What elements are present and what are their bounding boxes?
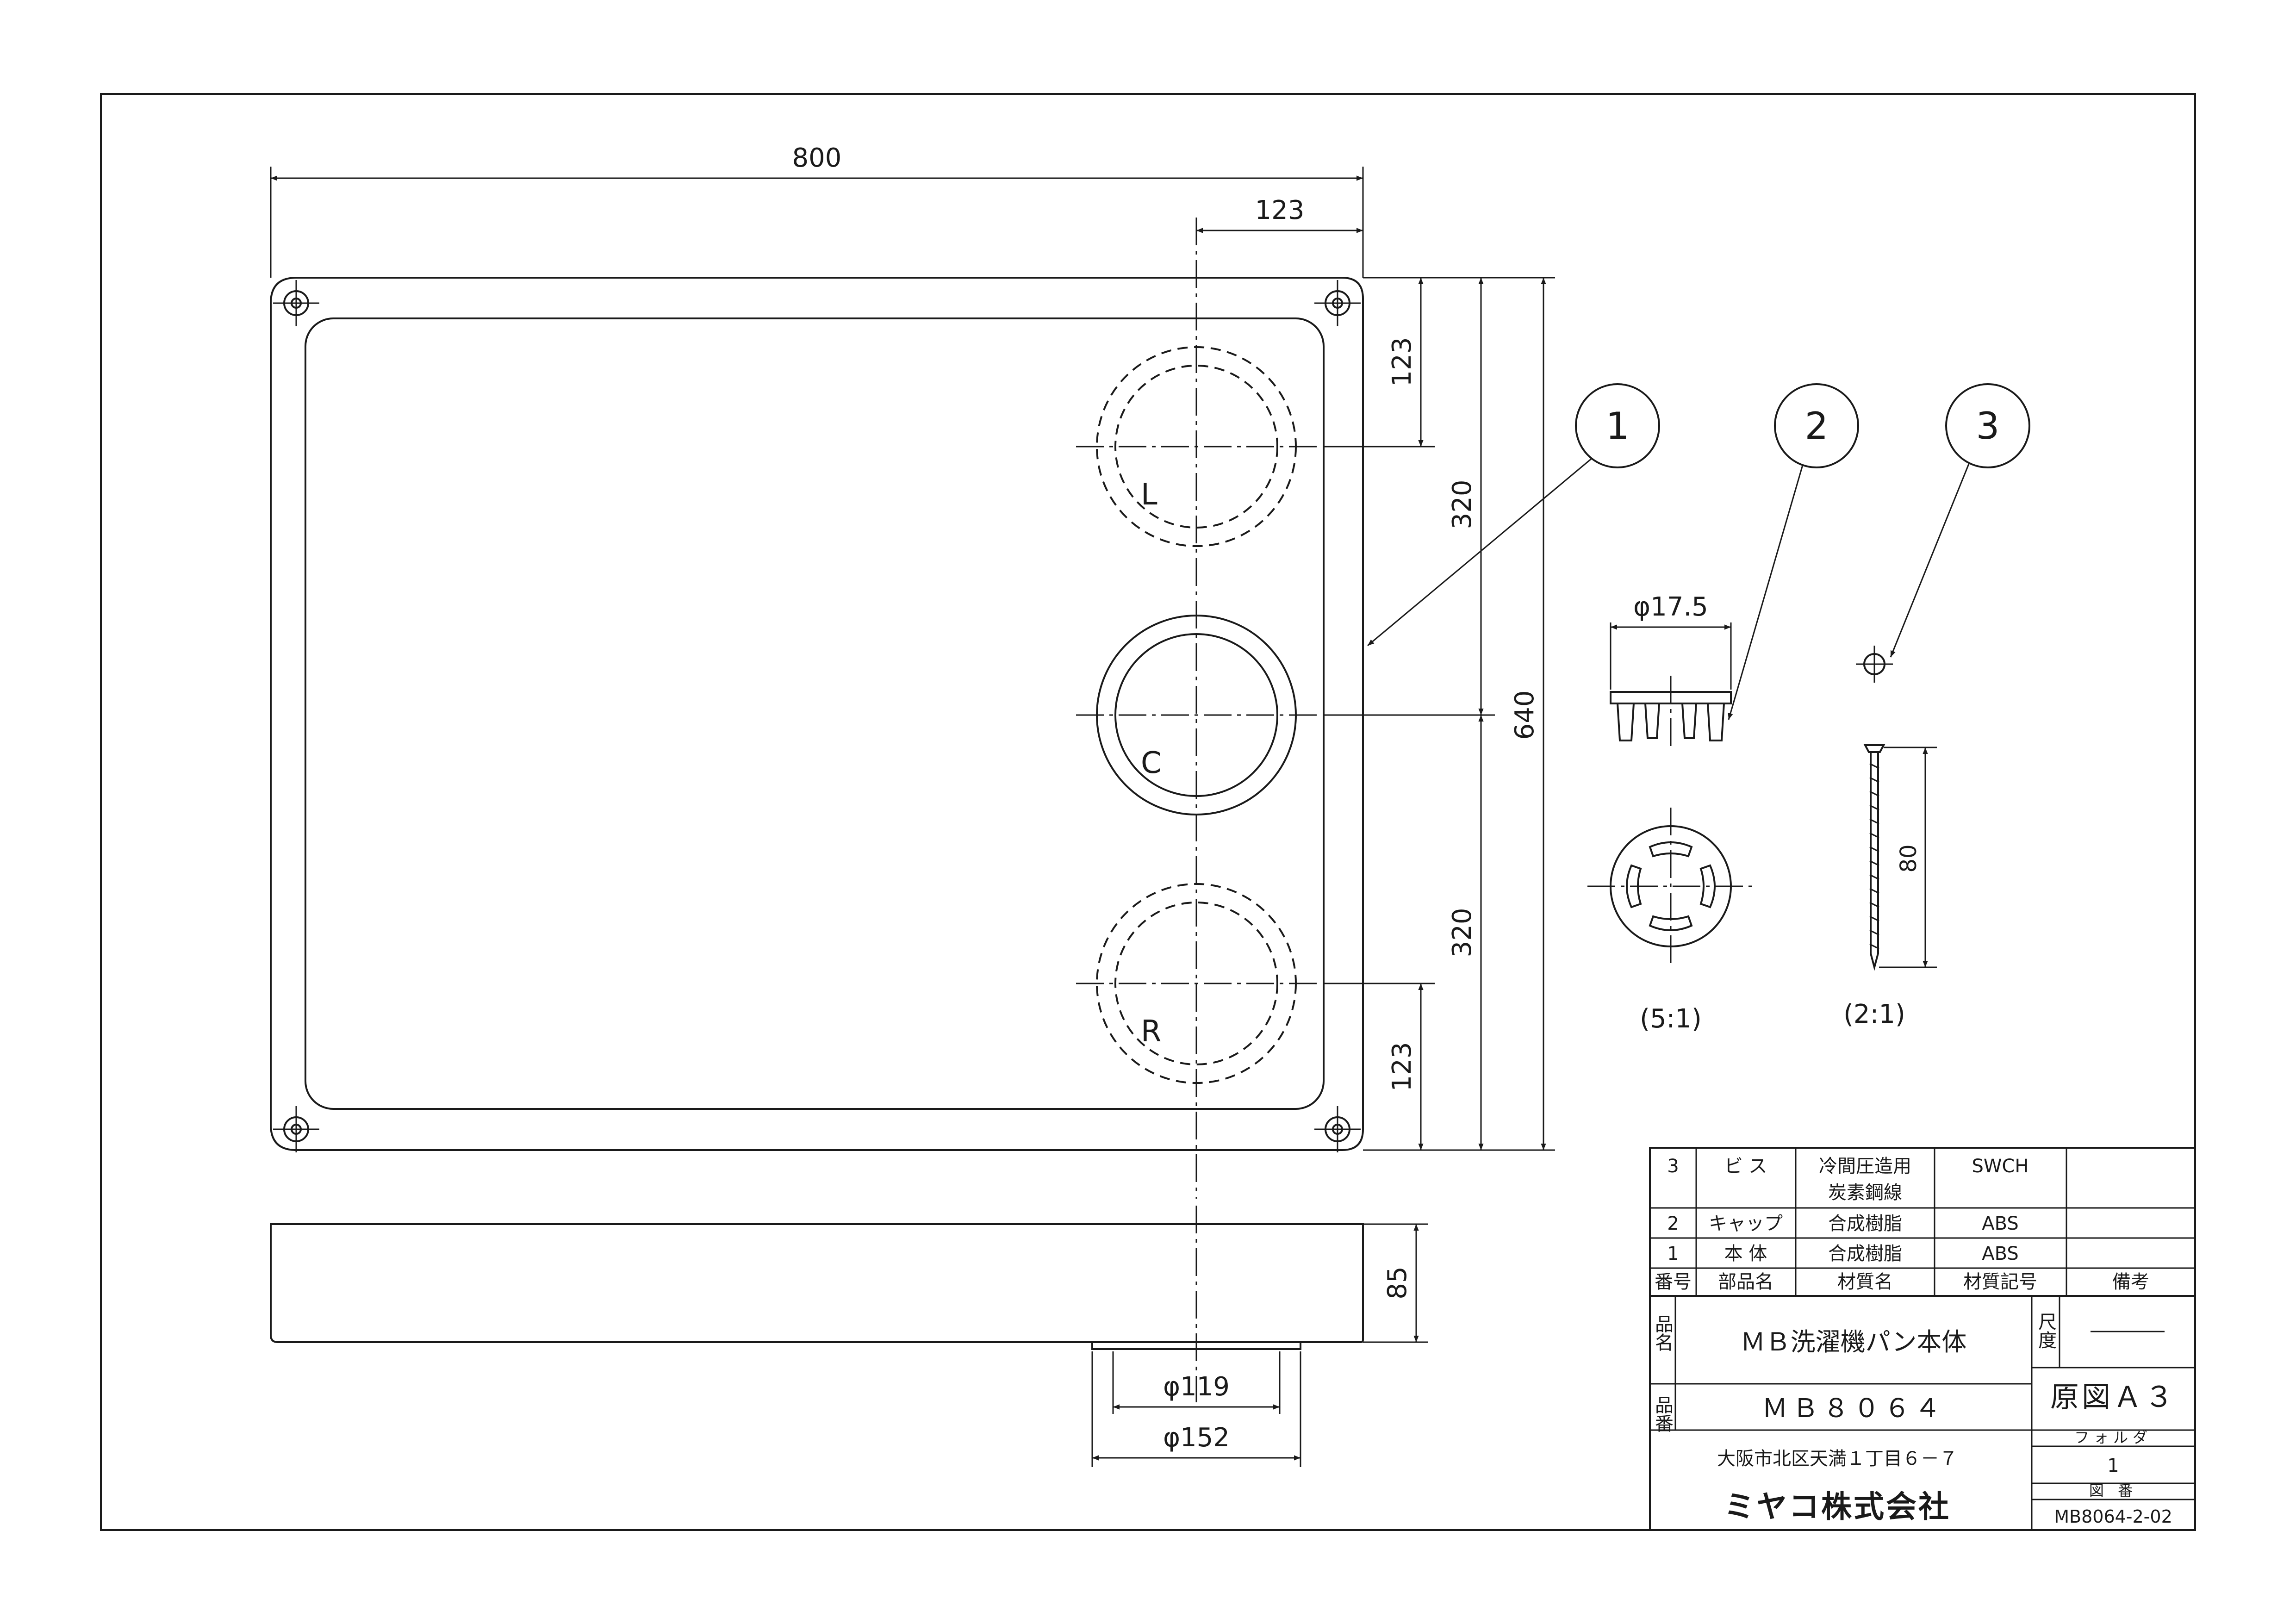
drawing-no-label: 図 番 [2089,1482,2137,1500]
part-2-code: ABS [1982,1213,2019,1234]
mounting-hole-top-left [273,280,319,326]
scale-label: 尺度 [2035,1312,2056,1349]
header-no: 番号 [1655,1271,1692,1293]
balloon-2-label: 2 [1805,404,1829,448]
dim-offset-123-upper: 123 [1387,337,1417,387]
part-3-no: 3 [1667,1156,1679,1177]
balloon-1 [1575,383,1660,468]
scale-screw: (2:1) [1843,999,1905,1029]
outlet-center: C [1076,615,1319,815]
part-balloons: 1 2 3 [1367,383,2030,720]
part-1-name: 本 体 [1724,1243,1767,1264]
outlet-left: L [1076,346,1319,547]
product-name: ＭＢ洗濯機パン本体 [1741,1327,1967,1356]
balloon-1-label: 1 [1606,404,1630,448]
company-name: ミヤコ株式会社 [1724,1489,1951,1524]
part-3-code: SWCH [1972,1156,2029,1177]
header-material: 材質名 [1837,1271,1893,1293]
dim-dia-119: φ119 [1163,1372,1230,1402]
part-number-label: 品番 [1652,1395,1673,1432]
dim-depth-640: 640 [1510,691,1540,740]
part-3-material-1: 冷間圧造用 [1819,1156,1911,1177]
dim-offset-123-lower: 123 [1387,1042,1417,1092]
dim-offset-123-top: 123 [1255,195,1305,225]
pan-outer-outline [270,277,1364,1151]
part-2-name: キャップ [1709,1213,1783,1234]
part-number: ＭＢ８０６４ [1762,1394,1945,1424]
mounting-hole-bottom-left [273,1106,319,1152]
dim-cap-diameter: φ17.5 [1633,592,1708,622]
part-1-code: ABS [1982,1243,2019,1264]
part-2-material: 合成樹脂 [1828,1213,1902,1234]
balloon-3 [1945,383,2030,468]
outlet-label-center: C [1141,746,1162,780]
part-1-material: 合成樹脂 [1828,1243,1902,1264]
part-3-name: ビ ス [1724,1156,1767,1177]
mounting-hole-top-right [1314,280,1361,326]
part-2-no: 2 [1667,1213,1679,1234]
drawing-border [100,93,2196,1531]
product-name-label: 品名 [1652,1314,1673,1351]
pan-side-outline [270,1223,1364,1343]
header-name: 部品名 [1718,1271,1773,1293]
folder-value: 1 [2107,1455,2119,1476]
header-note: 備考 [2112,1271,2149,1293]
dim-pitch-320-upper: 320 [1447,480,1477,529]
outlet-label-right: R [1141,1014,1161,1049]
outlet-right: R [1076,883,1319,1084]
balloon-2 [1774,383,1859,468]
mounting-hole-bottom-right [1314,1106,1361,1152]
outlet-label-left: L [1141,478,1157,512]
pan-inner-rim [305,317,1325,1110]
original-size: 原図Ａ３ [2050,1380,2176,1414]
company-address: 大阪市北区天満１丁目６－７ [1717,1448,1958,1469]
drawing-no: MB8064-2-02 [2054,1506,2172,1527]
balloon-3-label: 3 [1976,404,2000,448]
cap-detail: φ17.5 (5:1) [1587,592,1754,1034]
plan-view: L C R 800 123 123 [270,143,1555,1199]
side-view: 85 φ119 φ152 [270,1206,1428,1467]
dim-screw-length: 80 [1896,844,1922,872]
dim-pitch-320-lower: 320 [1447,908,1477,958]
title-block: 3 ビ ス 冷間圧造用 炭素鋼線 SWCH 2 キャップ 合成樹脂 ABS 1 … [1649,1147,2196,1531]
dim-height-85: 85 [1382,1266,1412,1299]
screw-detail: 80 (2:1) [1843,646,1937,1029]
scale-value: ―――― [2091,1320,2165,1341]
dim-width-800: 800 [792,143,842,173]
header-code: 材質記号 [1963,1271,2037,1293]
scale-cap: (5:1) [1640,1004,1702,1034]
screw-shank [1870,752,1879,971]
folder-label: フォルダ [2074,1429,2152,1446]
part-1-no: 1 [1667,1243,1679,1264]
dim-dia-152: φ152 [1163,1423,1230,1453]
part-3-material-2: 炭素鋼線 [1828,1182,1902,1203]
